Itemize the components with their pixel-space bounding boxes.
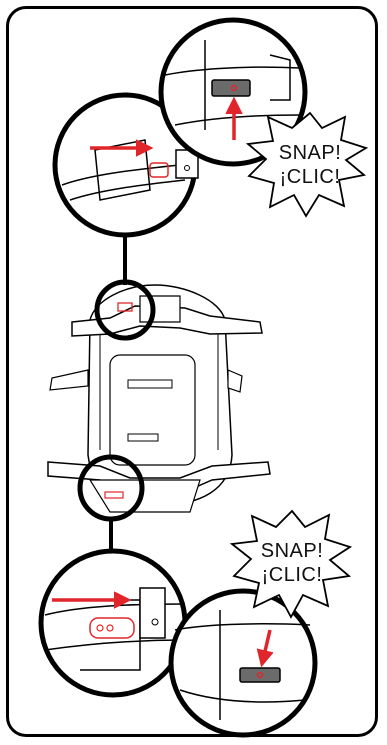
ride-on-car-topview <box>48 235 270 565</box>
callout-line-2: ¡CLIC! <box>250 165 370 189</box>
bottom-left-magnifier-icon <box>41 551 185 695</box>
snap-click-callout-top: SNAP! ¡CLIC! <box>250 141 370 189</box>
callout-line-1: SNAP! <box>232 539 352 563</box>
callout-line-1: SNAP! <box>250 141 370 165</box>
snap-click-callout-bottom: SNAP! ¡CLIC! <box>232 539 352 587</box>
callout-line-2: ¡CLIC! <box>232 563 352 587</box>
